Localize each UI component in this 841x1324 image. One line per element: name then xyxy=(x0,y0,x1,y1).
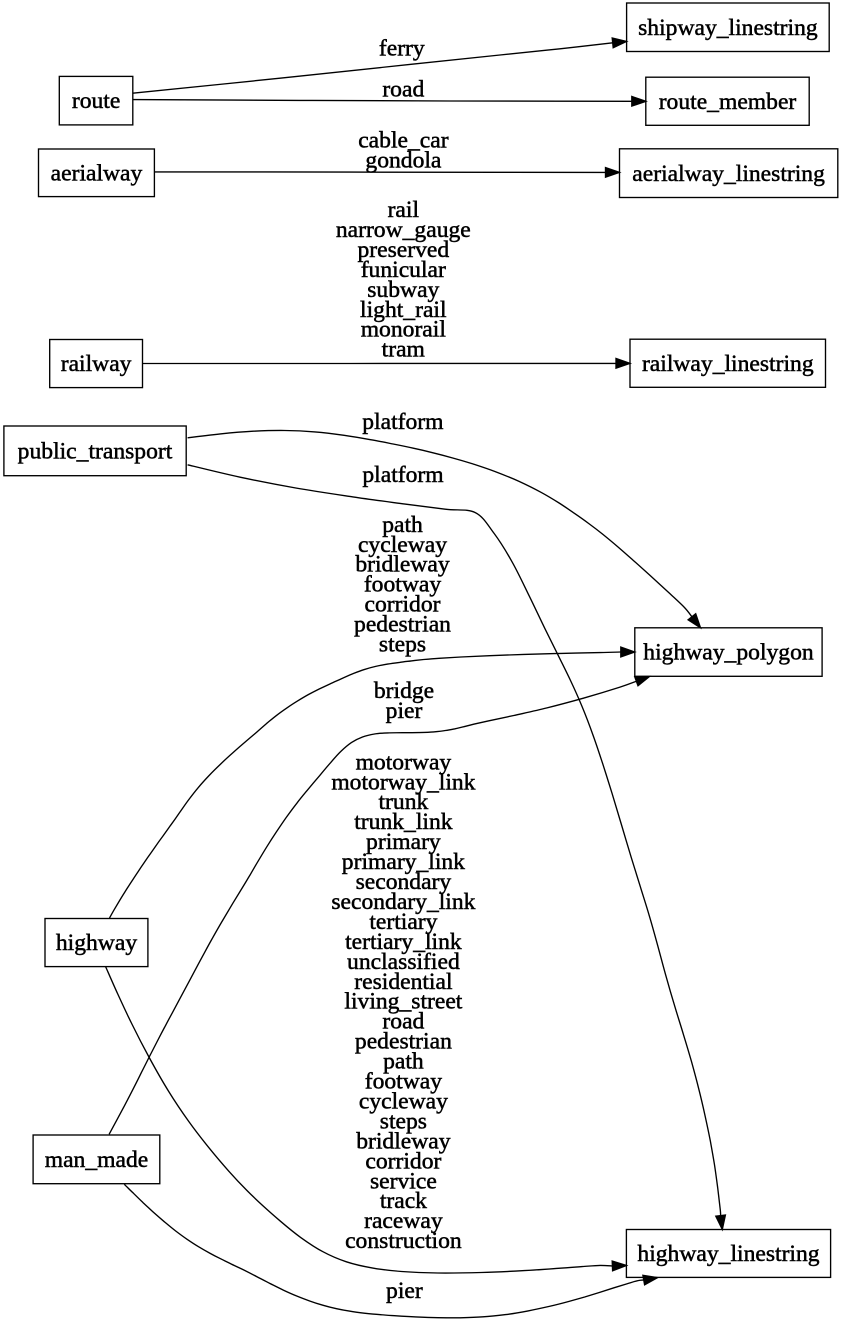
svg-text:living_street: living_street xyxy=(344,989,462,1015)
svg-text:residential: residential xyxy=(354,969,453,995)
svg-text:tertiary: tertiary xyxy=(369,909,437,935)
svg-text:tram: tram xyxy=(382,337,425,363)
svg-text:funicular: funicular xyxy=(361,257,446,283)
svg-text:tertiary_link: tertiary_link xyxy=(345,929,462,955)
svg-text:trunk_link: trunk_link xyxy=(354,809,453,835)
svg-text:preserved: preserved xyxy=(357,237,449,263)
svg-text:footway: footway xyxy=(364,572,442,598)
svg-text:platform: platform xyxy=(362,462,443,488)
svg-text:pier: pier xyxy=(386,698,423,724)
svg-text:pedestrian: pedestrian xyxy=(355,1029,452,1055)
svg-text:man_made: man_made xyxy=(45,1147,149,1173)
svg-text:raceway: raceway xyxy=(364,1208,443,1234)
svg-text:motorway_link: motorway_link xyxy=(331,769,475,795)
svg-text:aerialway: aerialway xyxy=(51,160,143,186)
svg-text:service: service xyxy=(370,1168,437,1194)
svg-text:road: road xyxy=(382,1009,424,1035)
svg-text:railway: railway xyxy=(61,351,132,377)
svg-text:highway_polygon: highway_polygon xyxy=(643,640,814,666)
svg-text:secondary: secondary xyxy=(356,869,452,895)
svg-text:steps: steps xyxy=(380,1108,427,1134)
svg-text:trunk: trunk xyxy=(378,789,428,815)
svg-text:route: route xyxy=(72,88,120,114)
svg-text:cable_car: cable_car xyxy=(358,127,449,153)
svg-text:ferry: ferry xyxy=(379,35,425,61)
svg-text:steps: steps xyxy=(379,632,426,658)
svg-text:aerialway_linestring: aerialway_linestring xyxy=(632,161,825,187)
svg-text:narrow_gauge: narrow_gauge xyxy=(336,217,471,243)
svg-text:shipway_linestring: shipway_linestring xyxy=(638,15,818,41)
svg-text:pedestrian: pedestrian xyxy=(354,612,451,638)
svg-text:motorway: motorway xyxy=(356,749,452,775)
svg-text:unclassified: unclassified xyxy=(347,949,460,975)
svg-text:railway_linestring: railway_linestring xyxy=(642,351,814,377)
svg-text:route_member: route_member xyxy=(659,89,797,115)
svg-text:primary: primary xyxy=(366,829,441,855)
svg-text:path: path xyxy=(382,512,423,538)
svg-text:monorail: monorail xyxy=(361,317,447,343)
svg-text:pier: pier xyxy=(386,1278,423,1304)
svg-text:public_transport: public_transport xyxy=(18,439,173,465)
svg-text:bridge: bridge xyxy=(374,678,434,704)
svg-text:road: road xyxy=(382,77,424,103)
svg-text:bridleway: bridleway xyxy=(356,1128,451,1154)
svg-text:track: track xyxy=(380,1188,427,1214)
svg-text:path: path xyxy=(383,1049,424,1075)
svg-text:secondary_link: secondary_link xyxy=(331,889,475,915)
svg-text:corridor: corridor xyxy=(365,1148,441,1174)
svg-text:footway: footway xyxy=(365,1069,443,1095)
svg-text:construction: construction xyxy=(345,1228,462,1254)
svg-text:highway_linestring: highway_linestring xyxy=(637,1241,819,1267)
svg-text:primary_link: primary_link xyxy=(342,849,465,875)
svg-text:highway: highway xyxy=(56,930,137,956)
svg-text:platform: platform xyxy=(362,409,443,435)
svg-text:corridor: corridor xyxy=(365,592,441,618)
svg-text:cycleway: cycleway xyxy=(359,1088,448,1114)
svg-text:subway: subway xyxy=(367,277,439,303)
svg-text:light_rail: light_rail xyxy=(360,297,447,323)
svg-text:cycleway: cycleway xyxy=(358,532,447,558)
svg-text:gondola: gondola xyxy=(365,147,442,173)
svg-text:bridleway: bridleway xyxy=(355,552,450,578)
svg-text:rail: rail xyxy=(388,197,420,223)
